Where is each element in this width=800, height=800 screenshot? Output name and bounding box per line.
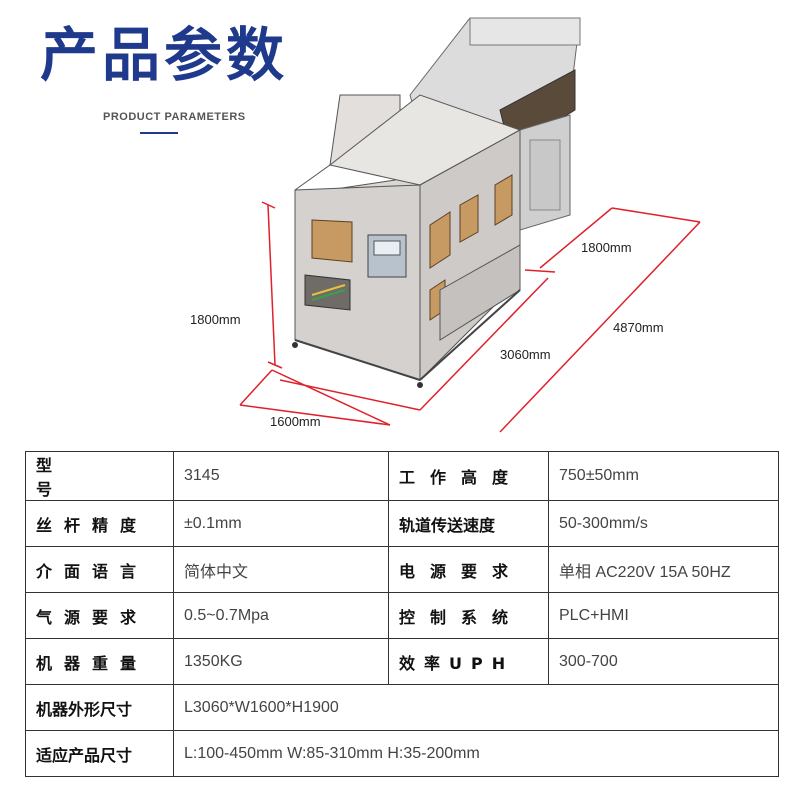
table-row: 介面语言 简体中文 电源要求 单相 AC220V 15A 50HZ bbox=[25, 546, 779, 593]
spec-value: PLC+HMI bbox=[548, 592, 779, 639]
table-row: 机器重量 1350KG 效率UPH 300-700 bbox=[25, 638, 779, 685]
spec-value: 3145 bbox=[173, 451, 389, 501]
spec-key: 控制系统 bbox=[388, 592, 549, 639]
main-machine-body bbox=[292, 94, 522, 388]
machine-illustration bbox=[239, 17, 701, 433]
spec-key: 丝杆精度 bbox=[25, 500, 174, 547]
table-row: 型号 3145 工作高度 750±50mm bbox=[25, 451, 779, 501]
dimension-lines bbox=[239, 201, 701, 433]
spec-key: 介面语言 bbox=[25, 546, 174, 593]
spec-table: 型号 3145 工作高度 750±50mm 丝杆精度 ±0.1mm 轨道传送速度… bbox=[25, 451, 779, 777]
spec-key: 机器重量 bbox=[25, 638, 174, 685]
spec-key: 型号 bbox=[25, 451, 174, 501]
spec-value: 300-700 bbox=[548, 638, 779, 685]
spec-value: 1350KG bbox=[173, 638, 389, 685]
spec-value: L3060*W1600*H1900 bbox=[173, 684, 779, 731]
spec-key: 机器外形尺寸 bbox=[25, 684, 174, 731]
table-row: 机器外形尺寸 L3060*W1600*H1900 bbox=[25, 684, 779, 731]
table-row: 丝杆精度 ±0.1mm 轨道传送速度 50-300mm/s bbox=[25, 500, 779, 547]
dimension-width: 1600mm bbox=[270, 414, 321, 429]
spec-value: 简体中文 bbox=[173, 546, 389, 593]
spec-value: ±0.1mm bbox=[173, 500, 389, 547]
subtitle-underline bbox=[140, 132, 178, 134]
dimension-depth-main: 3060mm bbox=[500, 347, 551, 362]
spec-value: 750±50mm bbox=[548, 451, 779, 501]
spec-value: 50-300mm/s bbox=[548, 500, 779, 547]
spec-value: 单相 AC220V 15A 50HZ bbox=[548, 546, 779, 593]
spec-key: 气源要求 bbox=[25, 592, 174, 639]
table-row: 适应产品尺寸 L:100-450mm W:85-310mm H:35-200mm bbox=[25, 730, 779, 777]
table-row: 气源要求 0.5~0.7Mpa 控制系统 PLC+HMI bbox=[25, 592, 779, 639]
spec-key: 工作高度 bbox=[388, 451, 549, 501]
spec-value: L:100-450mm W:85-310mm H:35-200mm bbox=[173, 730, 779, 777]
dimension-height: 1800mm bbox=[190, 312, 241, 327]
spec-key: 适应产品尺寸 bbox=[25, 730, 174, 777]
spec-key: 电源要求 bbox=[388, 546, 549, 593]
spec-value: 0.5~0.7Mpa bbox=[173, 592, 389, 639]
dimension-length-total: 4870mm bbox=[613, 320, 664, 335]
page-title: 产品参数 bbox=[40, 21, 289, 89]
dimension-depth-conveyor: 1800mm bbox=[581, 240, 632, 255]
spec-key: 轨道传送速度 bbox=[388, 500, 549, 547]
spec-key: 效率UPH bbox=[388, 638, 549, 685]
page-subtitle: PRODUCT PARAMETERS bbox=[103, 111, 246, 123]
